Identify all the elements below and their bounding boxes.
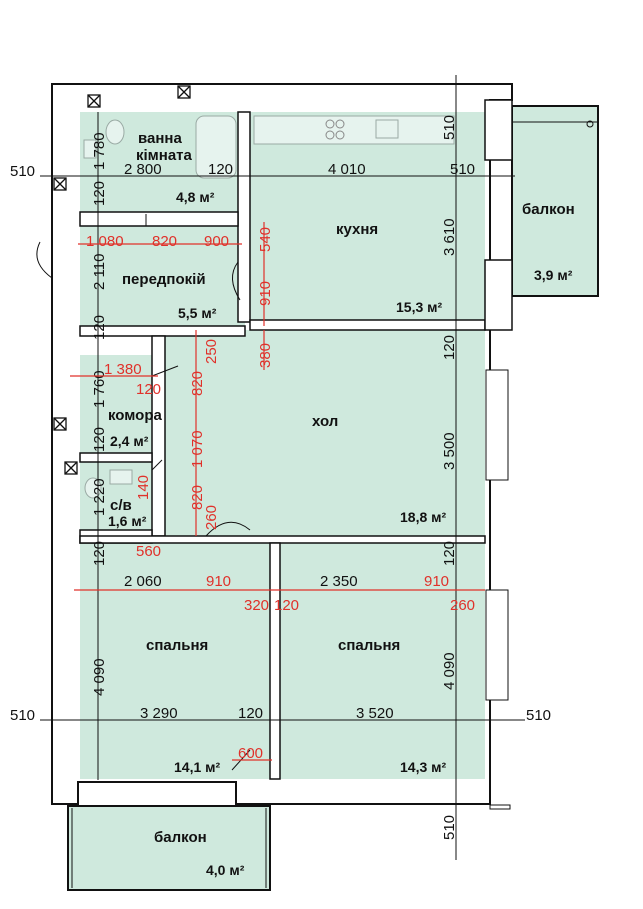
dim-540: 540 (257, 227, 274, 252)
wc-area: 1,6 м² (108, 513, 147, 529)
dim-820-entry: 820 (152, 233, 177, 250)
dim-1220: 1 220 (91, 478, 108, 516)
dim-4090-left: 4 090 (91, 658, 108, 696)
dim-250: 250 (203, 339, 220, 364)
dim-560: 560 (136, 543, 161, 560)
dim-120-storage-v: 120 (91, 427, 108, 452)
windows (485, 369, 511, 810)
dim-900: 900 (204, 233, 229, 250)
dim-820-hall-a: 820 (189, 371, 206, 396)
kitchen-name: кухня (336, 221, 378, 238)
dim-3500: 3 500 (441, 432, 458, 470)
dim-3290: 3 290 (140, 705, 178, 722)
kitchen-area: 15,3 м² (396, 299, 442, 315)
balcony-top-name: балкон (522, 201, 575, 218)
hall-area: 18,8 м² (400, 509, 446, 525)
dim-600: 600 (238, 745, 263, 762)
dim-2350: 2 350 (320, 573, 358, 590)
dim-120-bath: 120 (208, 161, 233, 178)
balcony-bottom-room (67, 805, 271, 891)
kitchen-room (250, 112, 485, 320)
dim-1070: 1 070 (189, 430, 206, 468)
entry-name: передпокій (122, 271, 206, 288)
bedroom-left-name: спальня (146, 637, 208, 654)
dim-1080: 1 080 (86, 233, 124, 250)
dim-510-left-bottom: 510 (10, 707, 35, 724)
bedroom-right-room (280, 543, 485, 779)
bedroom-right-area: 14,3 м² (400, 759, 446, 775)
dim-820-hall-b: 820 (189, 485, 206, 510)
dim-2110: 2 110 (91, 254, 108, 290)
dim-120-entry-v: 120 (91, 315, 108, 340)
dim-120-bed: 120 (274, 597, 299, 614)
dim-320: 320 (244, 597, 269, 614)
dim-260-bed: 260 (450, 597, 475, 614)
dim-3610: 3 610 (441, 218, 458, 256)
fixtures (83, 115, 455, 499)
dim-2060: 2 060 (124, 573, 162, 590)
dim-510-right-bottom: 510 (526, 707, 551, 724)
balcony-top-area: 3,9 м² (534, 267, 573, 283)
entry-area: 5,5 м² (178, 305, 217, 321)
entry-room (80, 226, 245, 326)
dim-380: 380 (257, 343, 274, 368)
balcony-rails (71, 120, 598, 888)
dim-4010: 4 010 (328, 161, 366, 178)
doors (36, 214, 450, 771)
bath-name-2: кімната (136, 147, 193, 164)
bedroom-left-area: 14,1 м² (174, 759, 220, 775)
black-dimension-lines (40, 75, 525, 860)
bath-area: 4,8 м² (176, 189, 215, 205)
dim-510-top-v: 510 (441, 115, 458, 140)
dim-120-wc-v: 120 (91, 541, 108, 566)
dim-510-left-top: 510 (10, 163, 35, 180)
bedroom-left-room (80, 543, 270, 779)
dim-3520: 3 520 (356, 705, 394, 722)
red-dimension-lines (70, 222, 485, 761)
dim-910-kitchen: 910 (257, 281, 274, 306)
balcony-bottom-area: 4,0 м² (206, 862, 245, 878)
dim-510-bottom: 510 (441, 815, 458, 840)
vent-icon (53, 85, 191, 475)
balcony-bottom-name: балкон (154, 829, 207, 846)
dim-1780: 1 780 (91, 132, 108, 170)
dim-120-bed-right-v: 120 (441, 541, 458, 566)
inner-walls (79, 99, 513, 780)
dim-140: 140 (135, 475, 152, 500)
dim-120-hall-v: 120 (441, 335, 458, 360)
storage-room (80, 355, 152, 453)
dim-910-a: 910 (206, 573, 231, 590)
dim-4090-right: 4 090 (441, 652, 458, 690)
dim-260-hall: 260 (203, 505, 220, 530)
bedroom-right-name: спальня (338, 637, 400, 654)
dim-120-storage: 120 (136, 381, 161, 398)
dim-1380: 1 380 (104, 361, 142, 378)
dim-120-mid: 120 (238, 705, 263, 722)
wc-name: с/в (110, 497, 132, 514)
dim-120-bath-v: 120 (91, 181, 108, 206)
hall-room (165, 330, 485, 536)
storage-name: комора (108, 407, 162, 424)
bath-name-1: ванна (138, 130, 182, 147)
dim-510-kitchen: 510 (450, 161, 475, 178)
storage-area: 2,4 м² (110, 433, 149, 449)
dim-910-b: 910 (424, 573, 449, 590)
balcony-top-room (511, 105, 599, 297)
dim-1760: 1 760 (91, 370, 108, 408)
hall-name: хол (312, 413, 338, 430)
dim-2800: 2 800 (124, 161, 162, 178)
